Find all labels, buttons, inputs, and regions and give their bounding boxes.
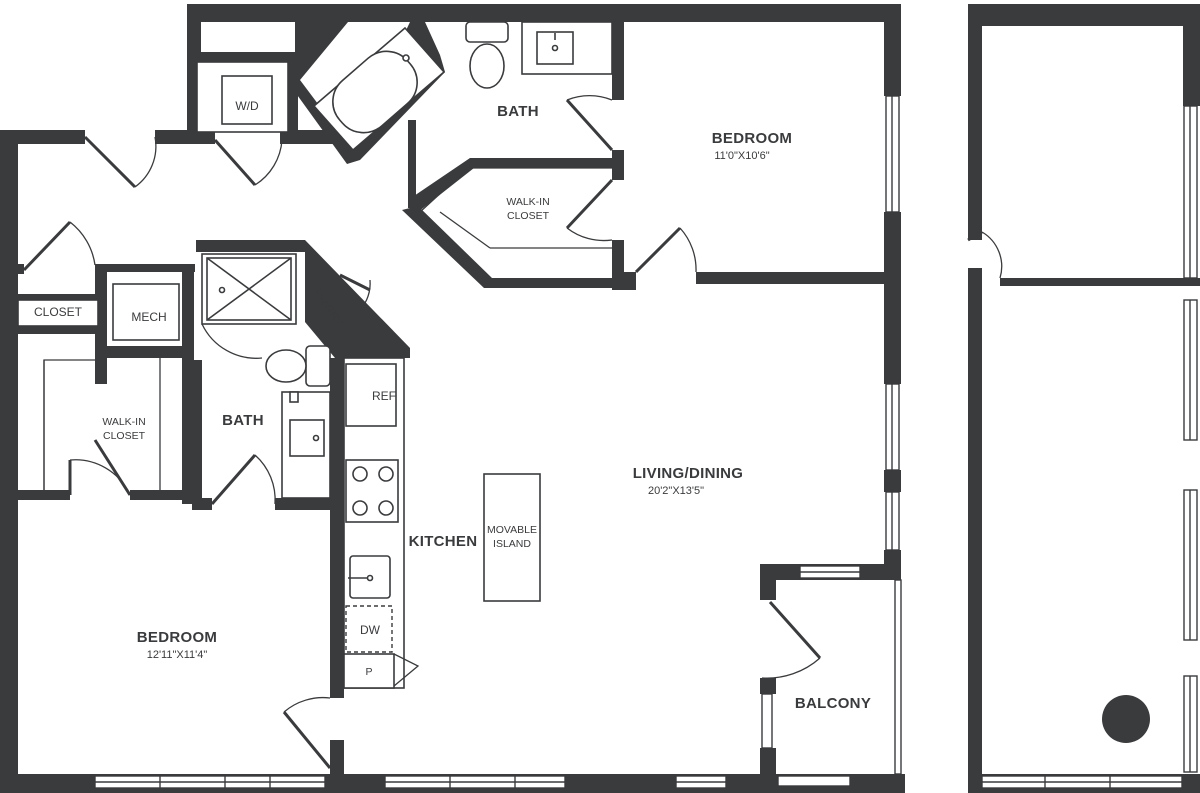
toilet-2 xyxy=(265,345,331,387)
shower xyxy=(201,253,297,359)
bath-2-name: BATH xyxy=(222,412,264,429)
living-dining-dims: 20'2"X13'5" xyxy=(648,485,704,497)
walk-in-closet-2-line1: WALK-IN xyxy=(102,416,145,428)
closet-label: CLOSET xyxy=(34,305,83,319)
walls xyxy=(0,4,1200,793)
bedroom-1-dims: 11'0"X10'6" xyxy=(714,150,769,162)
living-dining-name: LIVING/DINING xyxy=(633,465,744,482)
vanity xyxy=(281,391,331,499)
stove xyxy=(345,459,399,523)
walk-in-closet-2-line2: CLOSET xyxy=(103,430,146,442)
kitchen-sink xyxy=(348,555,391,599)
mech-label: MECH xyxy=(131,310,166,324)
island-line1: MOVABLE xyxy=(487,524,537,536)
bedroom-2-name: BEDROOM xyxy=(137,629,217,646)
sink xyxy=(521,21,613,75)
dishwasher-label: DW xyxy=(360,623,381,637)
pantry-cabinet-label: P xyxy=(365,666,372,678)
walk-in-closet-1-line2: CLOSET xyxy=(507,210,550,222)
bedroom-2-dims: 12'11"X11'4" xyxy=(147,649,208,661)
doors xyxy=(22,94,1003,769)
kitchen-name: KITCHEN xyxy=(409,533,478,550)
island-line2: ISLAND xyxy=(493,538,531,550)
washer-dryer xyxy=(196,61,289,133)
refrigerator-label: REF xyxy=(372,389,396,403)
bath-1-name: BATH xyxy=(497,103,539,120)
balcony-name: BALCONY xyxy=(795,695,871,712)
bedroom-1-name: BEDROOM xyxy=(712,130,792,147)
toilet xyxy=(465,21,509,89)
fixtures xyxy=(17,21,613,689)
washer-dryer-label: W/D xyxy=(235,99,259,113)
walk-in-closet-1-line1: WALK-IN xyxy=(506,196,549,208)
windows xyxy=(94,95,1198,789)
bathtub xyxy=(312,26,446,152)
